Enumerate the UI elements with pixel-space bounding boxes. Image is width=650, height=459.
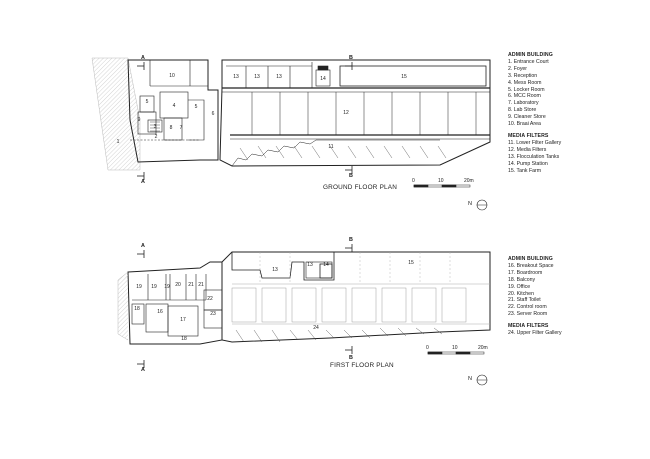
room-number: 6 [211, 111, 215, 117]
room-number: 19 [136, 284, 142, 290]
scale-label: 20m [464, 178, 474, 184]
room-number: 23 [210, 311, 216, 317]
room-number: 7 [179, 125, 183, 131]
room-number: 22 [207, 296, 213, 302]
legend-item: 23. Server Room [508, 311, 548, 318]
section-mark: A [141, 55, 145, 61]
first-floor-title: FIRST FLOOR PLAN [330, 362, 394, 369]
room-number: 13 [254, 74, 260, 80]
section-mark: B [349, 237, 353, 243]
legend-item: 9. Cleaner Store [508, 114, 546, 121]
north-label: N [468, 376, 472, 382]
legend-heading-admin: ADMIN BUILDING [508, 52, 553, 58]
legend-item: 22. Control room [508, 304, 547, 311]
legend-heading-media: MEDIA FILTERS [508, 132, 549, 139]
room-number: 5 [145, 99, 149, 105]
legend-item: 24. Upper Filter Gallery [508, 330, 562, 337]
section-mark: A [141, 243, 145, 249]
legend-item: 14. Pump Station [508, 160, 548, 167]
room-number: 21 [198, 282, 204, 288]
scale-label: 10 [438, 178, 444, 184]
room-number: 16 [157, 309, 163, 315]
room-number: 3 [153, 124, 157, 130]
room-number: 14 [323, 262, 329, 268]
room-number: 10 [169, 73, 175, 79]
room-number: 8 [169, 125, 173, 131]
room-number: 20 [175, 282, 181, 288]
section-mark: A [141, 367, 145, 373]
legend-item: 11. Lower Filter Gallery [508, 139, 562, 146]
section-mark: B [349, 55, 353, 61]
section-mark: B [349, 173, 353, 179]
room-number: 19 [164, 284, 170, 290]
room-number: 11 [328, 144, 334, 150]
room-number: 2 [154, 134, 158, 140]
ground-floor-plan [91, 57, 491, 211]
legend-item: 6. MCC Room [508, 93, 541, 100]
legend-item: 2. Foyer [508, 65, 528, 72]
room-number: 15 [408, 260, 414, 266]
room-number: 4 [172, 103, 176, 109]
room-number: 17 [180, 317, 186, 323]
legend-heading-admin: ADMIN BUILDING [508, 256, 553, 262]
north-label: N [468, 201, 472, 207]
room-number: 13 [276, 74, 282, 80]
legend-item: 1. Entrance Court [508, 58, 549, 65]
ground-floor-legend: ADMIN BUILDING 1. Entrance Court 2. Foye… [508, 52, 561, 174]
legend-item: 10. Braai Area [508, 121, 541, 128]
legend-item: 12. Media Filters [508, 146, 547, 153]
room-number: 21 [188, 282, 194, 288]
first-floor-plan [117, 244, 491, 386]
room-number: 19 [151, 284, 157, 290]
room-number: 9 [137, 117, 141, 123]
legend-item: 18. Balcony [508, 276, 536, 283]
room-number: 18 [181, 336, 187, 342]
scale-label: 10 [452, 345, 458, 351]
room-number: 12 [343, 110, 349, 116]
ground-floor-title: GROUND FLOOR PLAN [323, 184, 398, 191]
legend-item: 8. Lab Store [508, 107, 537, 114]
room-number: 13 [272, 267, 278, 273]
legend-item: 5. Locker Room [508, 86, 545, 93]
legend-item: 4. Mess Room [508, 79, 542, 86]
first-floor-legend: ADMIN BUILDING 16. Breakout Space 17. Bo… [508, 256, 562, 337]
room-number: 5 [194, 104, 198, 110]
room-number: 18 [134, 306, 140, 312]
legend-item: 21. Staff Toilet [508, 297, 541, 304]
legend-item: 16. Breakout Space [508, 262, 554, 269]
section-mark: A [141, 179, 145, 185]
legend-item: 13. Flocculation Tanks [508, 153, 560, 160]
room-number: 24 [313, 325, 319, 331]
room-number: 15 [401, 74, 407, 80]
legend-item: 3. Reception [508, 72, 538, 79]
room-number: 14 [320, 76, 326, 82]
scale-label: 0 [426, 345, 429, 351]
room-number: 13 [233, 74, 239, 80]
scale-label: 0 [412, 178, 415, 184]
legend-item: 7. Laboratory [508, 100, 539, 107]
legend-item: 15. Tank Farm [508, 167, 542, 174]
legend-item: 20. Kitchen [508, 290, 534, 297]
scale-label: 20m [478, 345, 488, 351]
legend-item: 19. Office [508, 283, 531, 290]
room-number: 13 [307, 262, 313, 268]
legend-heading-media: MEDIA FILTERS [508, 323, 549, 330]
section-mark: B [349, 355, 353, 361]
legend-item: 17. Boardroom [508, 269, 543, 276]
room-number: 1 [116, 139, 120, 145]
